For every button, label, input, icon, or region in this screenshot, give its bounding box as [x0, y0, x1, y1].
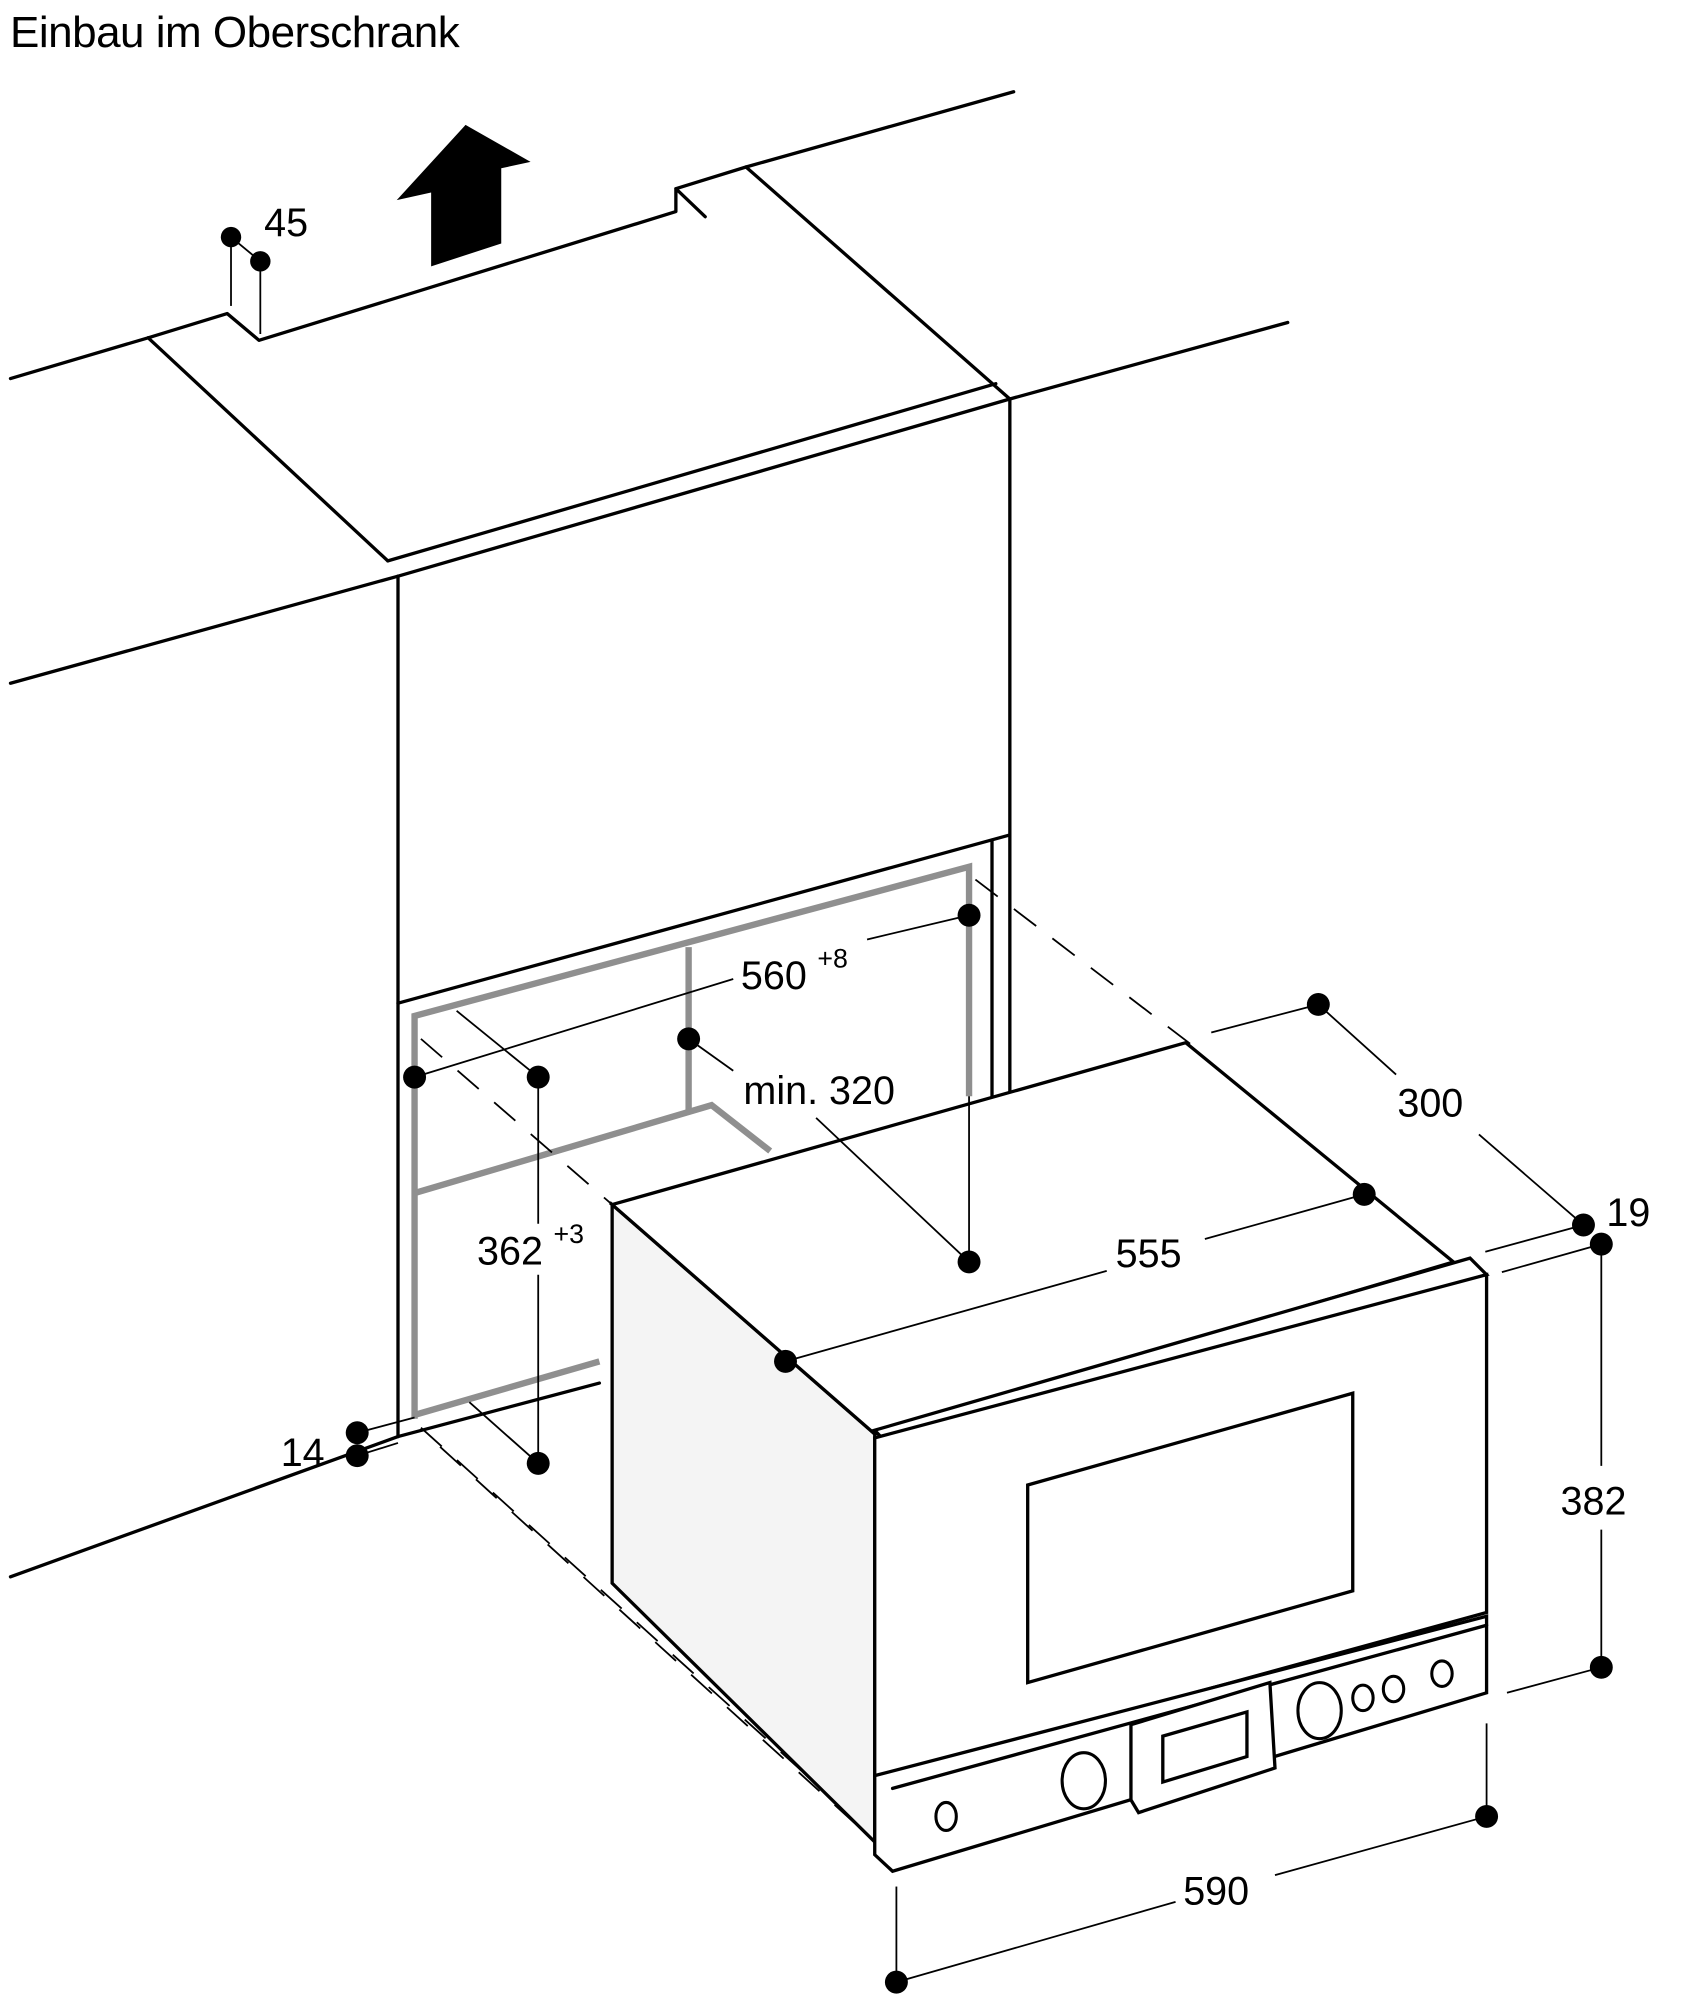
- appliance-window: [1026, 1391, 1355, 1685]
- right-control-knob: [1296, 1681, 1343, 1741]
- dim-point: [1475, 1804, 1499, 1828]
- dim-line: [414, 978, 734, 1078]
- dash-line: [420, 1038, 613, 1206]
- dim-line: [1478, 1133, 1585, 1226]
- dim-point: [220, 226, 242, 248]
- label-niche-width: 560: [741, 954, 807, 998]
- dim-point: [250, 251, 271, 272]
- niche-frame-bottom: [413, 1358, 601, 1418]
- dim-line: [1506, 1666, 1602, 1694]
- dim-line: [896, 1900, 1176, 1984]
- label-appliance-depth: 300: [1397, 1082, 1463, 1126]
- cabinet-top-back-edge: [8, 90, 1016, 381]
- dim-point: [526, 1451, 550, 1475]
- dim-line: [1204, 1193, 1365, 1240]
- dim-point: [345, 1444, 369, 1468]
- label-niche-depth: min. 320: [743, 1069, 895, 1113]
- label-appliance-height: 382: [1561, 1479, 1627, 1523]
- label-front-overhang: 19: [1606, 1191, 1650, 1235]
- dim-line: [1274, 1815, 1487, 1876]
- label-niche-width-tolerance: +8: [817, 943, 848, 973]
- niche-frame-shelf: [413, 1101, 773, 1197]
- dim-point: [677, 1027, 701, 1051]
- dim-point: [1589, 1655, 1613, 1679]
- label-vent-gap: 45: [264, 201, 308, 245]
- upper-cabinet: [8, 90, 1290, 1579]
- dim-line: [866, 914, 970, 941]
- diagram-title: Einbau im Oberschrank: [10, 8, 460, 57]
- dim-line: [785, 1270, 1107, 1363]
- cabinet-front-top-edge-2: [396, 397, 1012, 578]
- dim-point: [526, 1065, 550, 1089]
- dim-line: [1317, 1003, 1397, 1076]
- dim-line: [1211, 1003, 1319, 1034]
- button-2: [1381, 1674, 1406, 1704]
- dim-point: [345, 1421, 369, 1445]
- label-appliance-width: 590: [1183, 1869, 1249, 1913]
- wall-left-lower: [8, 1434, 400, 1579]
- dim-point: [774, 1349, 797, 1373]
- niche-frame-back-top: [411, 862, 973, 1419]
- label-niche-height-tolerance: +3: [554, 1219, 585, 1249]
- dim-line: [456, 1010, 539, 1078]
- appliance: [608, 1040, 1490, 1874]
- dim-line: [1485, 1224, 1584, 1253]
- cabinet-right-wall-top: [1008, 320, 1290, 401]
- dim-line: [815, 1117, 970, 1263]
- niche-top-edge: [396, 833, 1012, 1005]
- cabinet-top-right-edge: [744, 165, 1012, 401]
- dim-line: [468, 1401, 539, 1465]
- dim-point: [1306, 992, 1330, 1016]
- dim-point: [957, 903, 981, 927]
- dim-point: [884, 1970, 908, 1994]
- niche-bottom-edge: [396, 1381, 602, 1439]
- left-control-knob: [1060, 1751, 1107, 1811]
- button-1: [1351, 1683, 1375, 1713]
- up-arrow-icon: [396, 124, 531, 267]
- label-appliance-body-width: 555: [1116, 1232, 1182, 1276]
- cabinet-top-left-edge: [146, 336, 390, 563]
- dimension-annotations: 45 560 +8 min. 320 362 +3 14: [220, 201, 1650, 1994]
- button-3: [1430, 1659, 1454, 1688]
- label-bottom-offset: 14: [281, 1431, 325, 1475]
- left-small-button: [934, 1800, 958, 1832]
- dim-point: [1352, 1182, 1376, 1206]
- display-screen: [1161, 1709, 1249, 1785]
- dim-line: [1501, 1243, 1602, 1274]
- dim-point: [403, 1065, 427, 1089]
- wall-left-upper: [8, 574, 400, 685]
- cabinet-front-top-edge: [386, 382, 998, 563]
- label-niche-height: 362: [477, 1229, 543, 1273]
- dash-line: [974, 878, 1193, 1046]
